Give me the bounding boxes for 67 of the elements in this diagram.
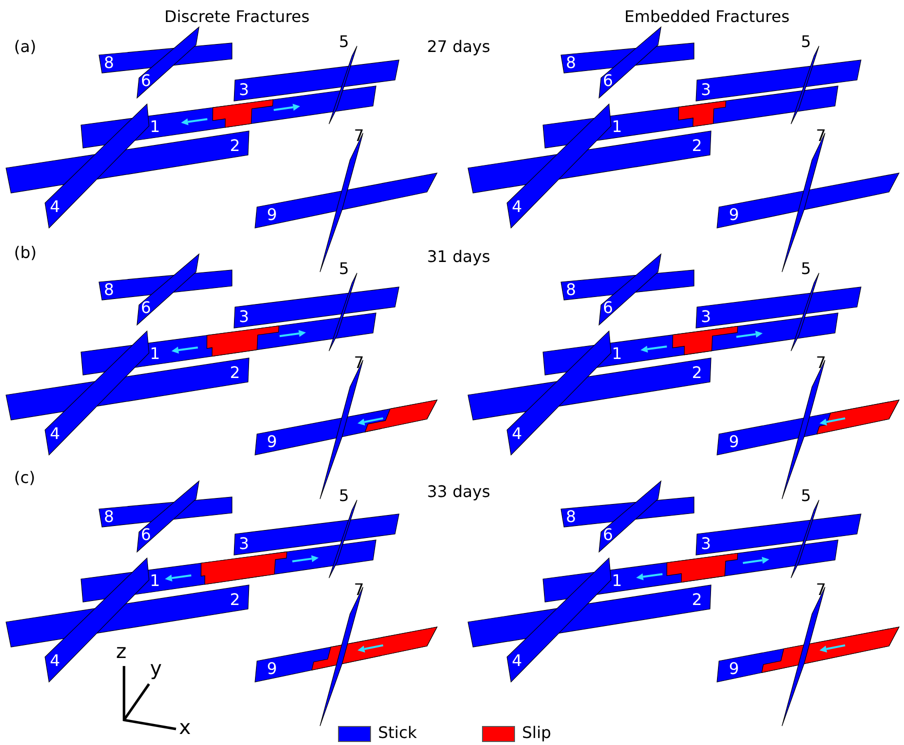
fracture-number: 5: [338, 33, 350, 51]
fracture-number: 7: [354, 127, 364, 145]
panel-label: (c): [14, 469, 36, 487]
fracture-number: 4: [512, 652, 522, 670]
fracture-number: 8: [566, 508, 576, 526]
fracture-number: 6: [140, 299, 152, 317]
fracture-number: 2: [692, 137, 702, 155]
fracture-number: 7: [816, 354, 826, 372]
fracture-number: 4: [50, 425, 60, 443]
fracture-number: 7: [354, 354, 364, 372]
fracture-number: 8: [104, 281, 114, 299]
fracture-number: 3: [700, 81, 712, 99]
panel-label: (a): [14, 38, 36, 56]
fracture-number: 1: [612, 345, 622, 363]
fracture-number: 2: [692, 591, 702, 609]
fracture-number: 7: [816, 127, 826, 145]
fracture-number: 7: [816, 581, 826, 599]
fracture-number: 5: [338, 260, 350, 278]
day-label: 27 days: [427, 38, 490, 56]
fracture-number: 3: [238, 535, 250, 553]
fracture-number: 7: [354, 581, 364, 599]
fracture-number: 8: [566, 54, 576, 72]
fracture-number: 2: [230, 137, 240, 155]
fracture-number: 5: [800, 33, 812, 51]
day-label: 31 days: [427, 248, 490, 266]
legend-label: Slip: [522, 724, 552, 742]
fracture-number: 2: [230, 591, 240, 609]
fracture-number: 5: [800, 487, 812, 505]
fracture-number: 9: [266, 660, 278, 678]
fracture-number: 2: [692, 364, 702, 382]
fracture-number: 9: [728, 433, 740, 451]
fracture-number: 9: [728, 660, 740, 678]
fracture-number: 1: [150, 118, 160, 136]
fracture-number: 4: [512, 425, 522, 443]
fracture-number: 3: [700, 308, 712, 326]
fracture-number: 6: [602, 299, 614, 317]
axis-label: x: [179, 716, 191, 738]
fracture-number: 1: [612, 572, 622, 590]
fracture-number: 1: [150, 572, 160, 590]
fracture-number: 3: [700, 535, 712, 553]
fracture-number: 6: [140, 526, 152, 544]
fracture-number: 8: [104, 508, 114, 526]
fracture-number: 8: [566, 281, 576, 299]
fracture-number: 3: [238, 81, 250, 99]
fracture-number: 5: [800, 260, 812, 278]
day-label: 33 days: [427, 483, 490, 501]
axis-label: y: [150, 657, 162, 679]
fracture-number: 6: [602, 526, 614, 544]
fracture-number: 9: [266, 206, 278, 224]
column-heading: Embedded Fractures: [624, 8, 790, 26]
fracture-number: 6: [140, 72, 152, 90]
column-heading: Discrete Fractures: [164, 8, 310, 26]
fracture-number: 1: [150, 345, 160, 363]
fracture-number: 5: [338, 487, 350, 505]
legend-label: Stick: [378, 724, 417, 742]
fracture-number: 4: [512, 198, 522, 216]
fracture-number: 6: [602, 72, 614, 90]
axis-label: z: [116, 640, 126, 662]
fracture-number: 9: [266, 433, 278, 451]
panel-label: (b): [14, 244, 37, 262]
fracture-number: 2: [230, 364, 240, 382]
fracture-number: 1: [612, 118, 622, 136]
fracture-number: 8: [104, 54, 114, 72]
fracture-number: 3: [238, 308, 250, 326]
fracture-number: 4: [50, 198, 60, 216]
fracture-number: 4: [50, 652, 60, 670]
fracture-number: 9: [728, 206, 740, 224]
